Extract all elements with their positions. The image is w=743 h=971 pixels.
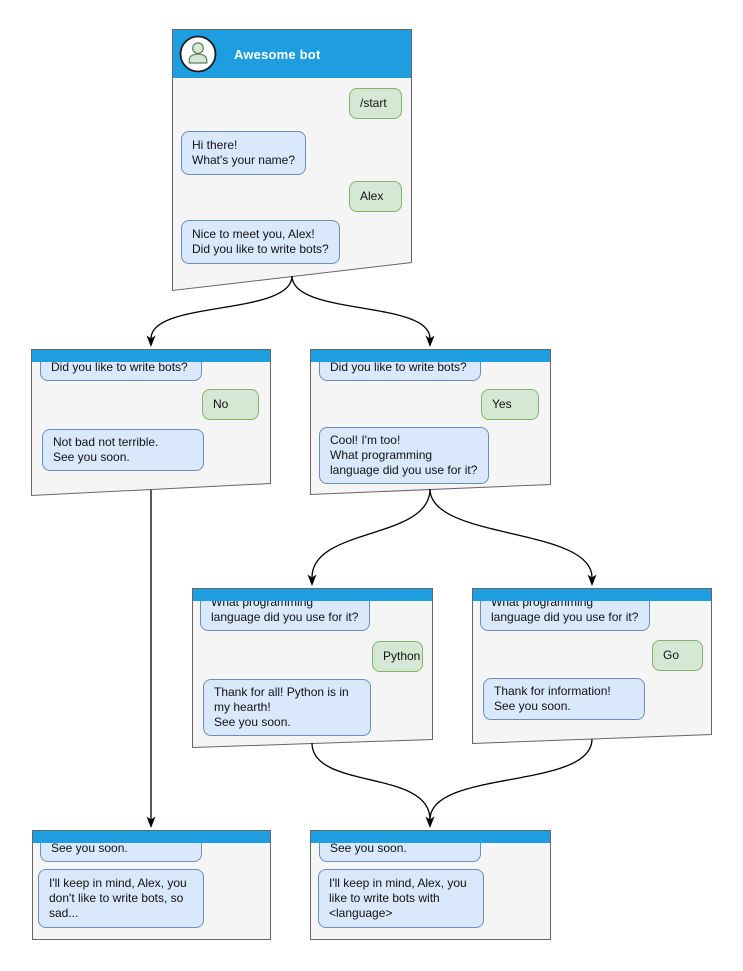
message-bot-meet: Nice to meet you, Alex! Did you like to … [181, 220, 340, 264]
branch-yes-window-header [311, 350, 550, 362]
arrowhead-to-python [307, 574, 317, 586]
arrowhead-to-end-yes [425, 816, 435, 828]
message-user-start: /start [349, 88, 402, 119]
connector-yes-to-go [429, 488, 593, 578]
message-bot-thanks-go: Thank for information! See you soon. [483, 678, 645, 720]
message-user-name: Alex [349, 181, 402, 212]
message-bot-thanks-python: Thank for all! Python is in my hearth! S… [203, 679, 371, 736]
arrowhead-to-yes [425, 335, 435, 347]
bot-avatar-icon [179, 35, 217, 73]
message-bot-keep-no: I'll keep in mind, Alex, you don't like … [38, 869, 204, 928]
go-window-header [473, 589, 711, 601]
branch-no-window-header [32, 350, 270, 362]
connector-root-to-yes [291, 275, 431, 339]
end-no-window-header [33, 831, 270, 843]
connector-root-to-no [150, 275, 293, 339]
message-bot-notbad: Not bad not terrible. See you soon. [42, 429, 204, 471]
root-window-header: Awesome bot [173, 30, 411, 78]
connector-go-to-end [429, 738, 593, 820]
message-bot-cool: Cool! I'm too! What programming language… [319, 427, 489, 484]
arrowhead-to-no [146, 335, 156, 347]
bot-avatar [176, 32, 220, 81]
message-user-go: Go [652, 640, 703, 671]
python-window-header [193, 589, 432, 601]
root-window-title: Awesome bot [234, 46, 321, 62]
message-bot-greeting: Hi there! What's your name? [181, 131, 307, 175]
arrowhead-to-end-no [146, 816, 156, 828]
message-user-yes: Yes [481, 389, 539, 420]
end-yes-window-header [311, 831, 550, 843]
message-user-python: Python [372, 641, 423, 672]
arrowhead-to-go [587, 574, 597, 586]
connector-python-to-end [311, 742, 431, 820]
message-bot-keep-yes: I'll keep in mind, Alex, you like to wri… [318, 869, 484, 928]
message-user-no: No [202, 389, 259, 420]
connector-yes-to-python [311, 488, 431, 578]
